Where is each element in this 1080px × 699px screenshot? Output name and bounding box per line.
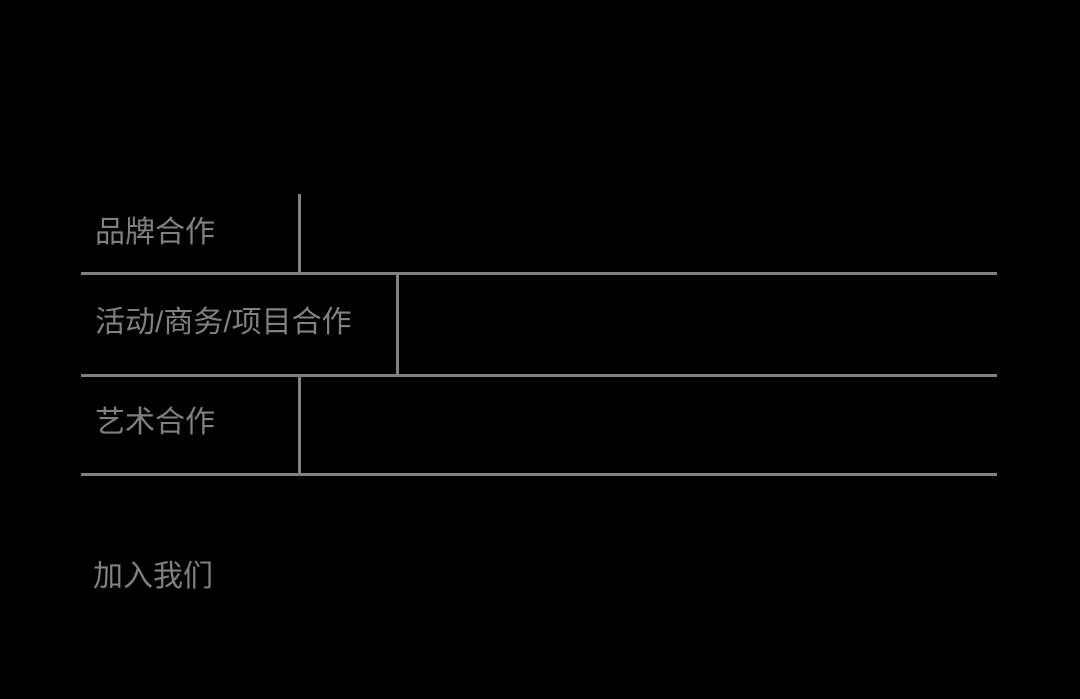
table-row-label-event-business-project-cooperation: 活动/商务/项目合作: [95, 306, 352, 339]
row-divider-horizontal-3: [81, 473, 997, 476]
row-divider-vertical-3: [298, 374, 301, 473]
row-divider-vertical-2: [396, 273, 399, 374]
join-us-link[interactable]: 加入我们: [93, 560, 213, 593]
row-divider-horizontal-1: [81, 272, 997, 275]
row-divider-vertical-1: [298, 194, 301, 272]
row-divider-horizontal-2: [81, 374, 997, 377]
cooperation-contact-table: 品牌合作 活动/商务/项目合作 艺术合作: [81, 194, 997, 476]
table-row-label-art-cooperation: 艺术合作: [95, 406, 215, 439]
table-row-label-brand-cooperation: 品牌合作: [95, 216, 215, 249]
